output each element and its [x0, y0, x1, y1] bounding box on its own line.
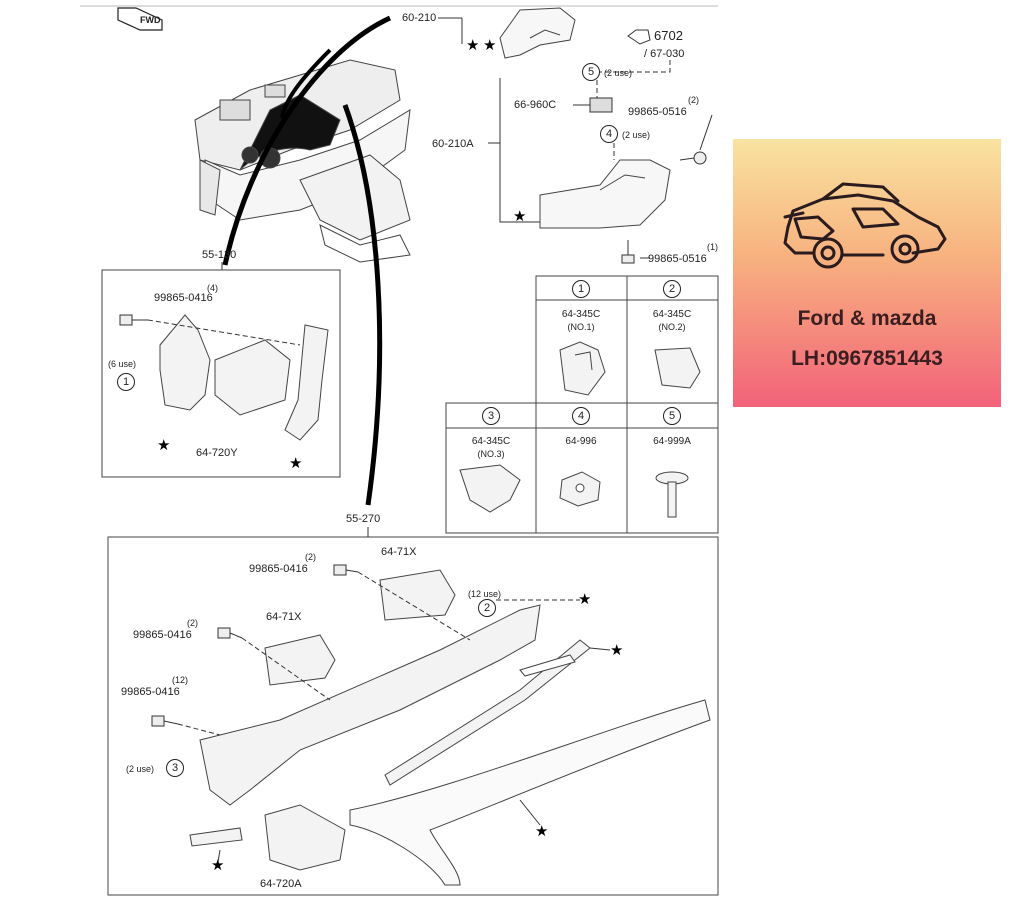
star-marker: ★: [211, 857, 225, 874]
dashboard-overview-drawing: [194, 59, 411, 263]
clip-64-345c-no1-drawing: [559, 341, 606, 396]
table-part-4: 64-996: [565, 436, 597, 447]
label-66-960c: 66-960C: [514, 99, 557, 111]
label-99865-0516-bottom-qty: (1): [707, 242, 718, 252]
table-callout-5: 5: [663, 407, 681, 425]
fastener-table-grid: [445, 275, 719, 534]
star-marker: ★: [513, 208, 527, 225]
clip-64-345c-no2-drawing: [654, 347, 701, 389]
label-55-130: 55-130: [202, 249, 237, 261]
label-99865-0416-a-qty: (4): [207, 283, 218, 293]
label-use-2-top: (2 use): [604, 68, 633, 78]
table-note-3: (NO.3): [477, 449, 505, 459]
fwd-label: FWD: [140, 15, 161, 25]
part-55-130-drawing: [159, 314, 329, 441]
dealer-ad-banner: Ford & mazda LH:0967851443: [733, 139, 1001, 407]
table-part-5: 64-999A: [653, 436, 691, 447]
ad-brand-title: Ford & mazda: [797, 307, 937, 330]
callout-4: 4: [600, 125, 618, 143]
part-55-270-drawing: [189, 569, 711, 886]
star-marker: ★: [289, 455, 303, 472]
group-55-270-frame: [107, 536, 719, 896]
label-99865-0516-top: 99865-0516: [628, 106, 687, 118]
screw-99865-0416-c: [217, 627, 243, 639]
star-marker: ★: [610, 642, 624, 659]
label-99865-0416-c: 99865-0416: [133, 629, 192, 641]
table-note-1: (NO.1): [567, 322, 595, 332]
screw-99865-0416-a: [119, 314, 148, 326]
ad-phone-number: LH:0967851443: [791, 347, 943, 370]
label-99865-0416-d: 99865-0416: [121, 686, 180, 698]
label-6702: 6702: [654, 28, 683, 43]
fwd-arrow-icon: [117, 7, 163, 31]
table-part-3: 64-345C: [471, 436, 511, 447]
part-66-960c-drawing: [589, 97, 613, 113]
nut-64-996-drawing: [559, 471, 601, 507]
table-part-2: 64-345C: [652, 309, 692, 320]
group-55-130-frame: [101, 269, 341, 478]
screw-99865-0416-b: [333, 564, 359, 576]
star-marker: ★: [157, 437, 171, 454]
label-99865-0516-top-qty: (2): [688, 95, 699, 105]
label-64-720a: 64-720A: [260, 878, 302, 890]
sports-car-icon: [783, 182, 947, 269]
label-use-12: (12 use): [468, 589, 502, 599]
callout-3: 3: [166, 759, 184, 777]
label-99865-0416-a: 99865-0416: [154, 292, 213, 304]
screw-99865-0516-bottom: [621, 240, 635, 264]
label-64-71x-a: 64-71X: [381, 546, 417, 558]
star-marker: ★: [578, 591, 592, 608]
label-99865-0416-c-qty: (2): [187, 618, 198, 628]
screw-99865-0416-d: [151, 715, 179, 727]
label-99865-0416-b: 99865-0416: [249, 563, 308, 575]
leader-swoosh-right: [280, 48, 332, 119]
label-60-210a: 60-210A: [432, 138, 474, 150]
clip-64-345c-no3-drawing: [459, 464, 521, 513]
table-callout-4: 4: [572, 407, 590, 425]
leader-swoosh-long: [342, 104, 383, 506]
label-67-030: / 67-030: [644, 48, 685, 60]
label-use-2-mid: (2 use): [622, 130, 651, 140]
star-marker: ★: [483, 37, 497, 54]
part-60-210-drawing: [499, 7, 576, 59]
label-use-2-left: (2 use): [126, 764, 155, 774]
star-marker: ★: [535, 823, 549, 840]
label-60-210: 60-210: [402, 12, 437, 24]
label-55-270: 55-270: [346, 513, 381, 525]
label-64-71x-b: 64-71X: [266, 611, 302, 623]
leader-swoosh-left: [222, 15, 392, 266]
table-part-1: 64-345C: [561, 309, 601, 320]
table-callout-2: 2: [663, 280, 681, 298]
star-marker: ★: [466, 37, 480, 54]
screw-64-999a-drawing: [655, 471, 689, 518]
label-64-720y: 64-720Y: [196, 447, 238, 459]
table-callout-3: 3: [482, 407, 500, 425]
table-note-2: (NO.2): [658, 322, 686, 332]
label-99865-0416-d-qty: (12): [172, 675, 189, 685]
label-99865-0416-b-qty: (2): [305, 552, 316, 562]
table-callout-1: 1: [572, 280, 590, 298]
label-99865-0516-bottom: 99865-0516: [648, 253, 707, 265]
callout-2: 2: [478, 599, 496, 617]
label-use-6: (6 use): [108, 359, 137, 369]
part-60-210a-drawing: [539, 159, 671, 229]
callout-1: 1: [117, 373, 135, 391]
screw-99865-0516-top: [679, 151, 707, 165]
callout-5: 5: [582, 63, 600, 81]
